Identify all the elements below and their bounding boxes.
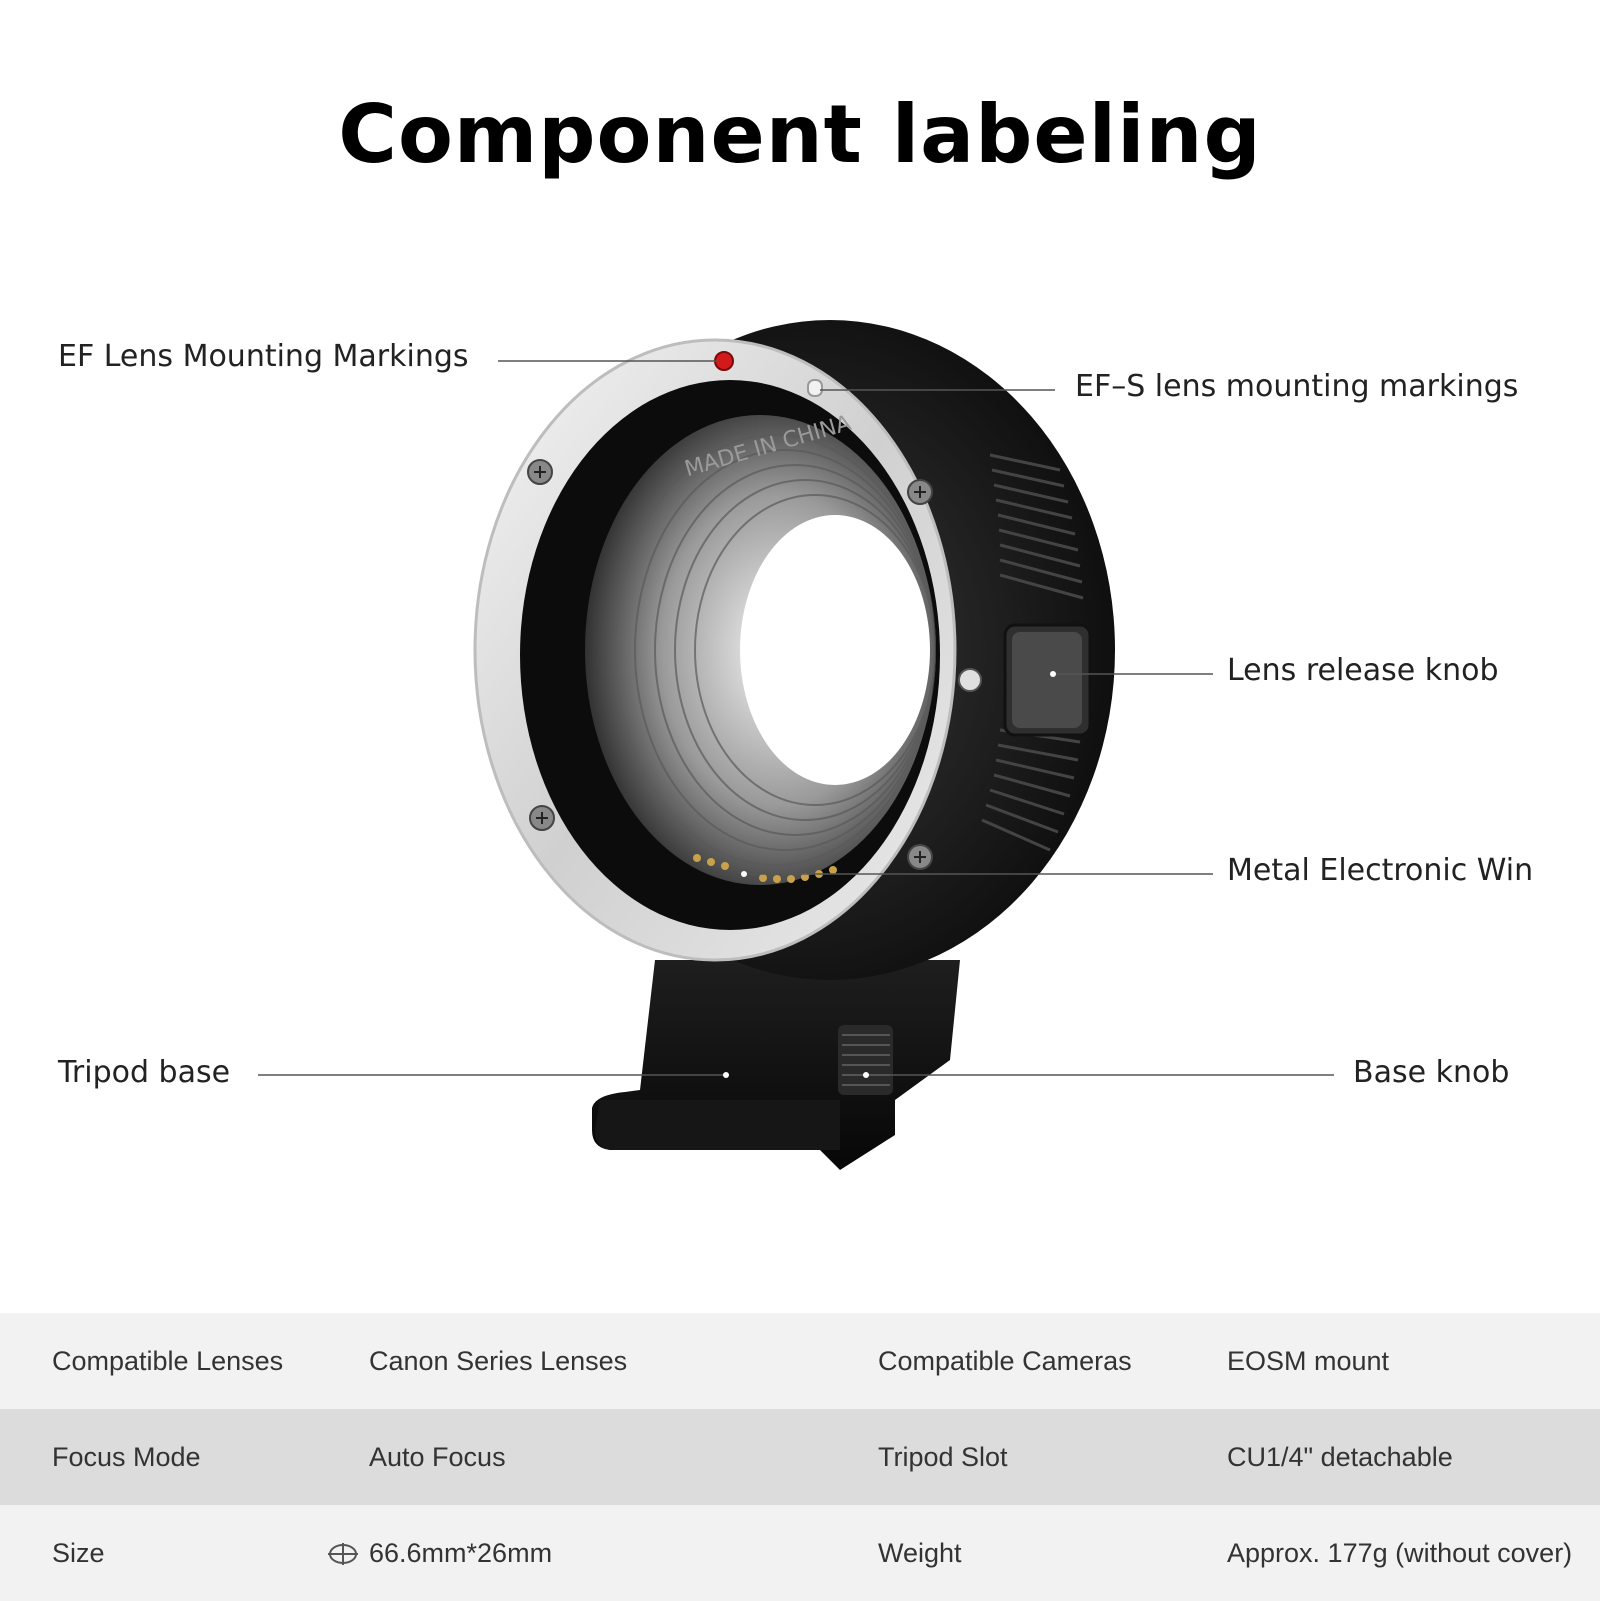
flange-screws [527, 459, 933, 870]
callout-base-knob: Base knob [1353, 1055, 1510, 1090]
spec-value: Approx. 177g (without cover) [1227, 1537, 1573, 1568]
callout-release-knob: Lens release knob [1227, 653, 1499, 688]
lens-opening [740, 515, 930, 785]
spec-value: CU1/4" detachable [1227, 1441, 1453, 1472]
spec-value: EOSM mount [1227, 1345, 1390, 1376]
callout-efs-markings: EF–S lens mounting markings [1075, 369, 1519, 404]
lock-pin [958, 668, 982, 692]
efs-white-mark [807, 379, 823, 397]
diameter-icon [328, 1543, 358, 1565]
spec-value: Canon Series Lenses [369, 1345, 628, 1376]
spec-label: Tripod Slot [878, 1441, 1008, 1472]
callout-contacts: Metal Electronic Win [1227, 853, 1534, 888]
spec-label: Size [52, 1537, 105, 1568]
specs-table: Compatible Lenses Canon Series Lenses Co… [0, 1313, 1600, 1601]
tripod-foot [592, 960, 960, 1170]
spec-value: Auto Focus [369, 1441, 506, 1472]
callout-ef-markings: EF Lens Mounting Markings [58, 339, 469, 374]
table-row: Focus Mode Auto Focus Tripod Slot CU1/4"… [0, 1409, 1600, 1505]
table-row: Size 66.6mm*26mm Weight Approx. 177g (wi… [0, 1505, 1600, 1601]
spec-label: Focus Mode [52, 1441, 201, 1472]
spec-value: 66.6mm*26mm [369, 1537, 553, 1568]
leader-lines [258, 360, 1334, 1076]
table-row: Compatible Lenses Canon Series Lenses Co… [0, 1313, 1600, 1409]
base-knob-shape [838, 1025, 893, 1095]
adapter-illustration: MADE IN CHINA [258, 320, 1334, 1170]
spec-label: Weight [878, 1537, 962, 1568]
callout-tripod-base: Tripod base [58, 1055, 231, 1090]
spec-label: Compatible Cameras [878, 1345, 1132, 1376]
page-title: Component labeling [338, 88, 1262, 181]
spec-label: Compatible Lenses [52, 1345, 284, 1376]
